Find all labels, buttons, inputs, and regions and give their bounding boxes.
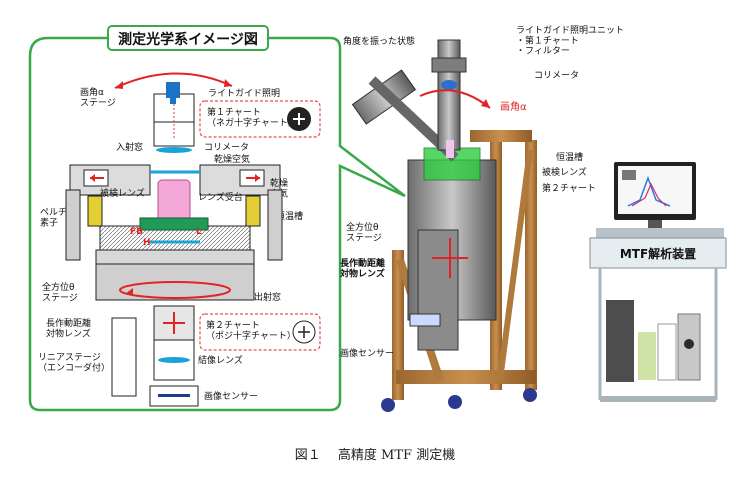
test-lens bbox=[157, 179, 191, 225]
label-fb: FB bbox=[130, 227, 143, 237]
label-tilted-state: 角度を振った状態 bbox=[343, 35, 415, 47]
label-dry-air-top: 乾燥空気 bbox=[214, 153, 250, 165]
panel-title: 測定光学系イメージ図 bbox=[118, 31, 258, 48]
pc-tower bbox=[606, 300, 634, 382]
mtf-analyzer: MTF解析装置 bbox=[589, 162, 727, 402]
label-light-unit: ライトガイド照明ユニット・第１チャート・フィルター bbox=[516, 25, 624, 57]
label-exit-window: 出射窓 bbox=[254, 291, 281, 303]
label-machine-angle: 画角α bbox=[500, 101, 527, 113]
label-machine-sensor: 画像センサー bbox=[340, 347, 394, 359]
label-test-lens: 被検レンズ bbox=[100, 187, 145, 199]
imaging-lens bbox=[158, 357, 190, 363]
label-thermostat: 恒温槽 bbox=[276, 210, 303, 222]
label-peltier: ペルチェ素子 bbox=[40, 207, 76, 228]
label-image-sensor: 画像センサー bbox=[204, 390, 258, 402]
label-collimator: コリメータ bbox=[204, 142, 249, 153]
label-machine-test-lens: 被検レンズ bbox=[542, 166, 587, 178]
label-light-guide: ライトガイド照明 bbox=[208, 88, 280, 99]
figure-caption: 図１ 高精度 MTF 測定機 bbox=[294, 448, 456, 463]
label-imaging-lens: 結像レンズ bbox=[198, 354, 243, 366]
label-objective: 長作動距離対物レンズ bbox=[46, 317, 91, 339]
label-lens-holder: レンズ受台 bbox=[198, 191, 243, 203]
label-machine-chart2: 第２チャート bbox=[542, 182, 596, 194]
collimator-lens bbox=[156, 147, 192, 153]
label-h: H bbox=[143, 238, 151, 248]
label-entrance-window: 入射窓 bbox=[116, 141, 143, 153]
label-chart1: 第１チャート（ネガ十字チャート） bbox=[207, 106, 297, 128]
label-machine-thermostat: 恒温槽 bbox=[556, 151, 583, 163]
label-chart2: 第２チャート（ポジ十字チャート） bbox=[206, 319, 296, 341]
label-machine-objective: 長作動距離対物レンズ bbox=[339, 257, 385, 279]
mtf-machine-render: 角度を振った状態 ライトガイド照明ユニット・第１チャート・フィルター コリメータ… bbox=[339, 25, 624, 412]
analyzer-title: MTF解析装置 bbox=[620, 246, 696, 261]
label-linear-stage: リニアステージ（エンコーダ付） bbox=[38, 352, 110, 373]
label-machine-collimator: コリメータ bbox=[534, 70, 579, 81]
light-source-icon bbox=[166, 82, 180, 98]
linear-stage bbox=[111, 317, 137, 397]
angle-arc-arrow bbox=[114, 72, 233, 89]
label-l: L bbox=[196, 227, 202, 237]
